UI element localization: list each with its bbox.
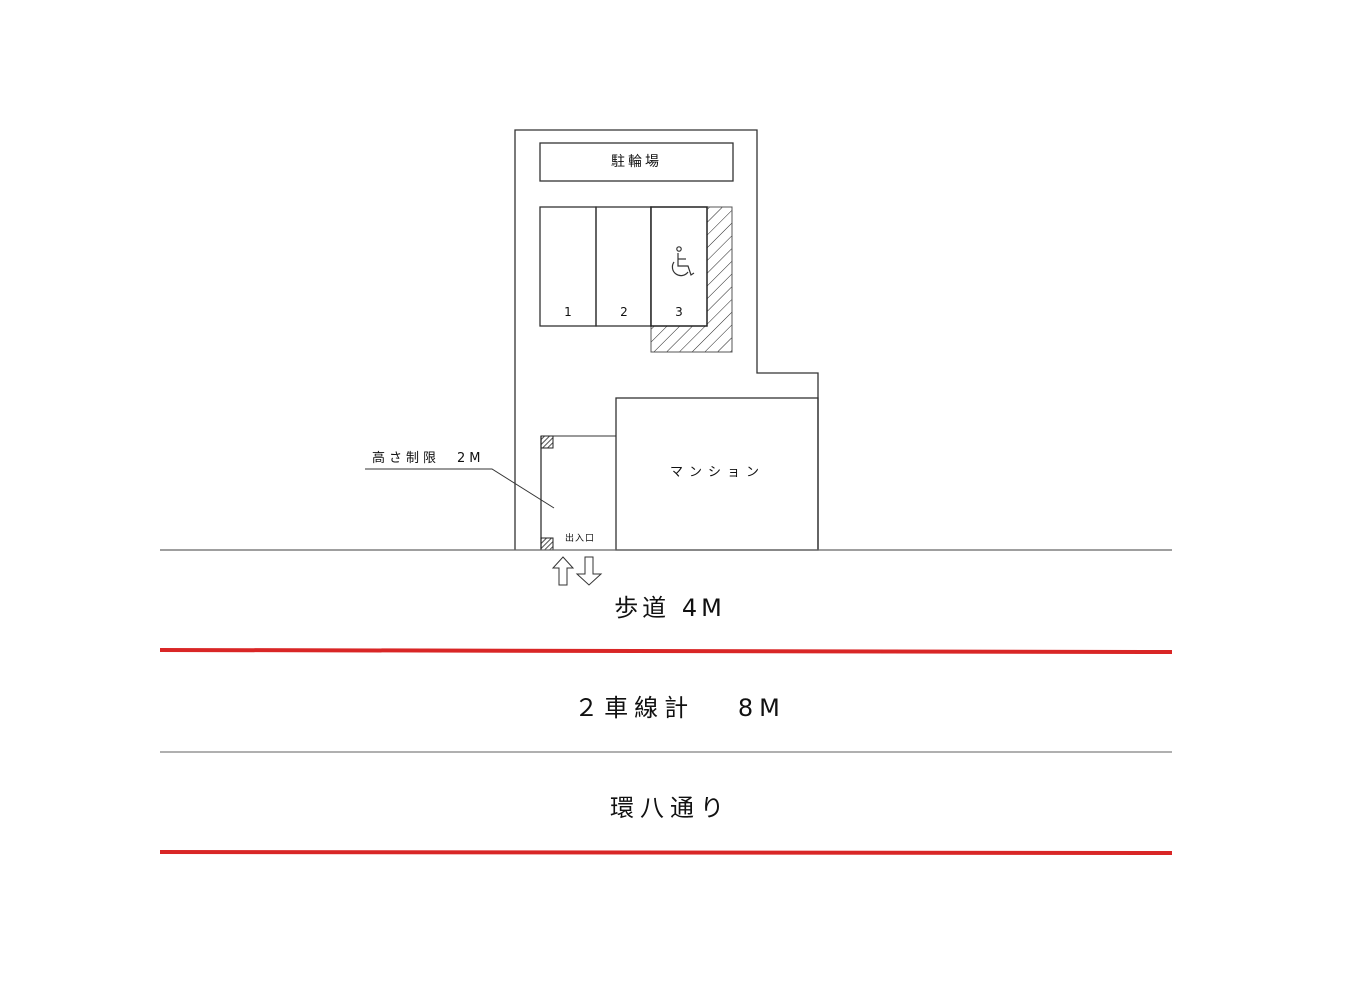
lanes-label: ２車線計 8M [574,694,786,722]
parking-spaces [539,206,708,327]
parking-space-number: 1 [564,305,572,319]
road-edge-line-bottom [159,850,1173,855]
parking-space-number: 3 [675,305,683,319]
sidewalk-label: 歩道 4M [614,594,726,622]
entrance-label: 出入口 [565,534,596,544]
wheelchair-icon [671,246,695,277]
mansion-label: マンション [669,465,765,480]
gate-post-top [540,435,554,449]
bicycle-parking-area [539,142,734,182]
road-edge-line-top [159,648,1173,654]
bicycle-parking-label: 駐輪場 [611,154,662,170]
arrow-down-icon [575,556,603,586]
height-limit-label: 高さ制限 2M [372,451,485,466]
height-limit-leader-line [365,468,555,509]
arrow-up-icon [551,556,575,586]
parking-space-number: 2 [620,305,628,319]
road-name-label: 環八通り [610,794,730,822]
gate-post-bottom [540,537,554,551]
